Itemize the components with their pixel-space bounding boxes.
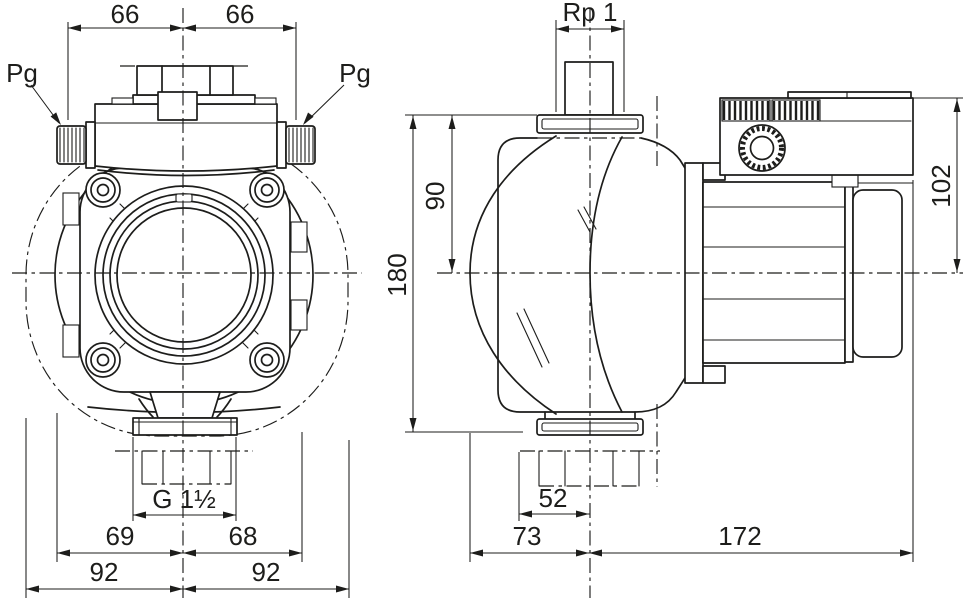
box-top-strip [787, 91, 912, 99]
top-pipe-flats [161, 65, 211, 96]
vent-slot-frame [721, 99, 771, 122]
side-view [437, 8, 963, 598]
dim-front-68: 68 [229, 521, 258, 551]
vent-slots-icon [722, 101, 770, 120]
dim-front-92-left: 92 [90, 557, 119, 587]
knob-knurling [740, 126, 784, 170]
motor-seams [702, 206, 846, 341]
pump-face-circle [116, 207, 252, 343]
extension-lines [25, 20, 963, 598]
body-top-arc [97, 169, 275, 177]
clamp-tab [62, 192, 80, 226]
volute-lobe-curve [589, 136, 623, 413]
flange-screws [85, 172, 285, 378]
dim-side-52: 52 [539, 483, 568, 513]
dim-side-90: 90 [420, 182, 450, 211]
knob-center [749, 135, 775, 161]
dim-front-thread: G 1½ [152, 484, 216, 514]
volute-body-outline [640, 137, 686, 169]
arrowheads [26, 24, 961, 593]
box-step-line [857, 174, 914, 184]
lid-entry-block [157, 91, 198, 121]
vent-slots-icon [772, 101, 820, 120]
front-view [12, 8, 362, 598]
top-pipe [136, 65, 234, 96]
cable-gland-right [276, 121, 316, 169]
label-gland-right: Pg [339, 58, 371, 88]
vent-slot-frame [771, 99, 821, 122]
lid-tab [254, 97, 277, 105]
dim-side-102: 102 [926, 164, 956, 207]
label-gland-left: Pg [6, 58, 38, 88]
dim-side-thread: Rp 1 [563, 0, 618, 27]
clamp-tab [62, 324, 80, 358]
volute-body-fill [498, 138, 685, 412]
terminal-box [94, 103, 278, 172]
tailpiece-flats-side [538, 450, 640, 487]
union-nut-detail [132, 417, 238, 436]
dim-side-172: 172 [718, 521, 761, 551]
flange-lug [702, 365, 726, 384]
lid-tab [111, 97, 134, 105]
dim-front-92-right: 92 [252, 557, 281, 587]
dimensions: 66 66 Pg Pg G 1½ 69 68 92 92 Rp 1 90 180… [6, 0, 963, 598]
tailpiece-flats [141, 450, 232, 485]
top-pipe-side [564, 61, 614, 116]
union-nut [132, 417, 238, 436]
neck-curves [138, 398, 232, 418]
dim-front-69: 69 [106, 521, 135, 551]
dim-side-73: 73 [513, 521, 542, 551]
clamp-tab [290, 221, 308, 253]
box-step [831, 174, 859, 188]
face-notch [175, 193, 193, 203]
bottom-neck [149, 391, 221, 419]
cable-gland-left [56, 121, 96, 169]
casting-ribs [516, 206, 597, 368]
dim-front-top-right: 66 [226, 0, 255, 29]
dim-side-180: 180 [382, 253, 412, 296]
dim-front-top-left: 66 [111, 0, 140, 29]
bottom-neck-side [544, 411, 636, 420]
volute-body-outline [497, 137, 686, 413]
clamp-tab [290, 299, 308, 331]
tailpiece-phantom [115, 450, 253, 485]
